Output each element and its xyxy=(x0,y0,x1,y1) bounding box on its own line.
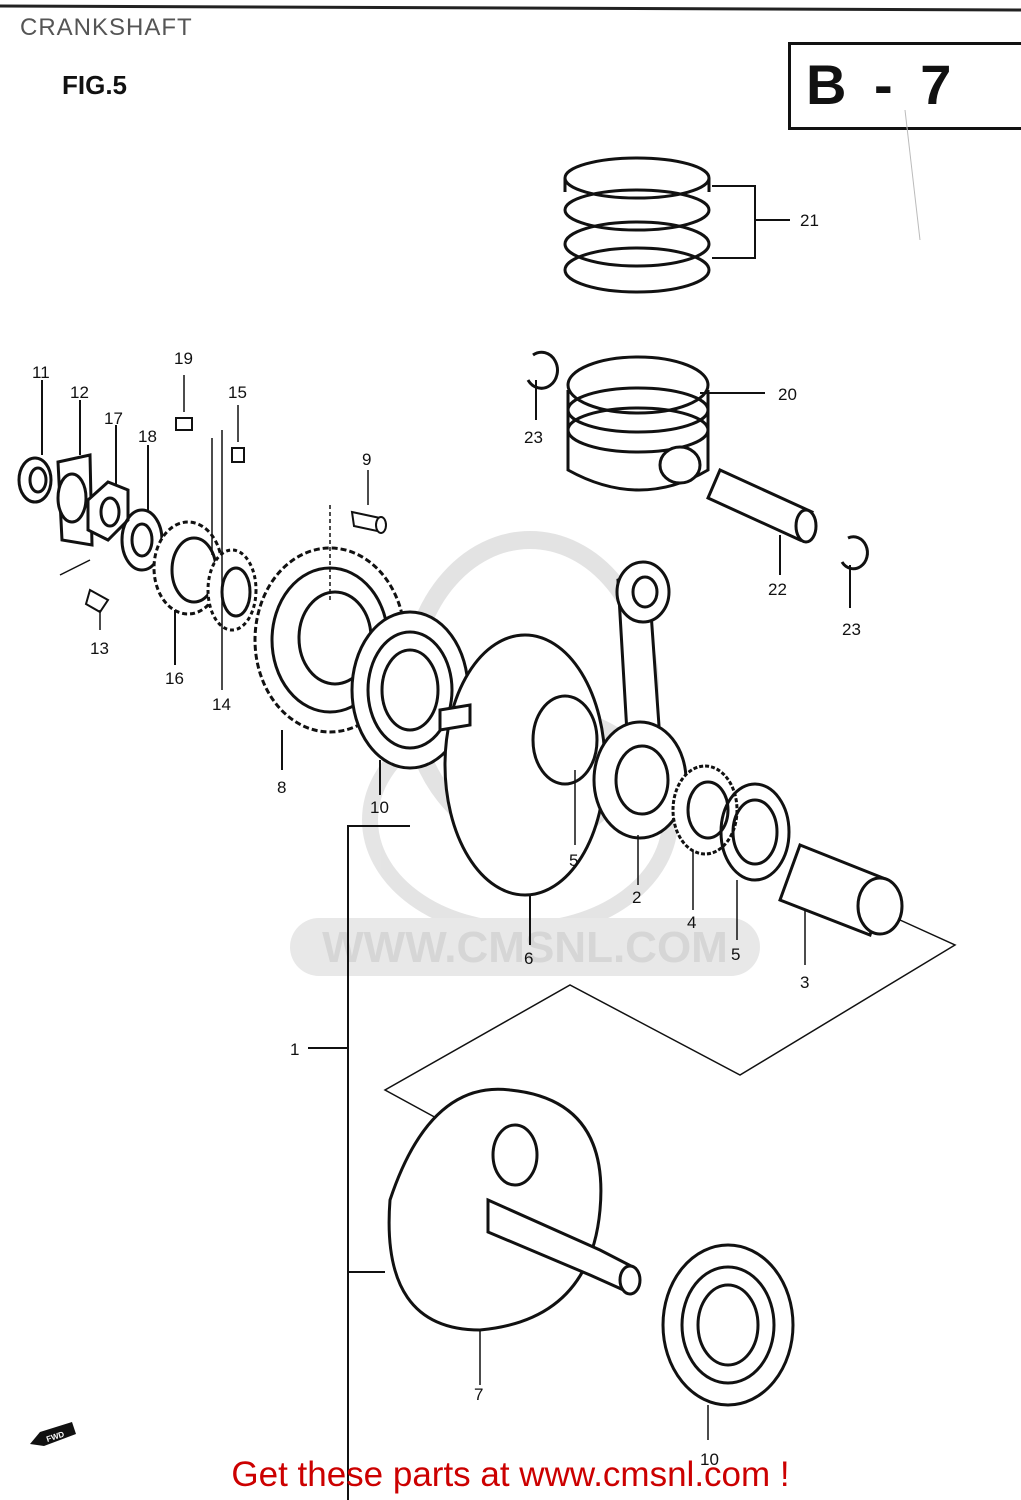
lock-washer xyxy=(56,453,94,547)
callout-23b: 23 xyxy=(842,620,861,639)
key-19 xyxy=(175,417,193,431)
piston-rings xyxy=(563,156,711,294)
page-title: CRANKSHAFT xyxy=(20,14,193,41)
key-15 xyxy=(231,447,245,463)
piston xyxy=(566,355,710,492)
piston-pin xyxy=(706,467,818,544)
callout-4: 4 xyxy=(687,913,696,932)
callout-13: 13 xyxy=(90,639,109,658)
circlip-right xyxy=(840,535,869,571)
callout-7: 7 xyxy=(474,1385,483,1404)
callout-22: 22 xyxy=(768,580,787,599)
thrust-washer xyxy=(719,782,791,882)
sheet-code: B - 7 xyxy=(806,53,958,116)
oil-seal xyxy=(17,456,53,504)
watermark-text: WWW.CMSNL.COM xyxy=(322,923,728,972)
callout-12: 12 xyxy=(70,383,89,402)
bolt xyxy=(84,588,110,614)
callout-23a: 23 xyxy=(524,428,543,447)
needle-bearing xyxy=(671,764,739,856)
connecting-rod xyxy=(592,560,688,840)
bearing-lower xyxy=(661,1243,795,1407)
callout-5a: 5 xyxy=(569,851,578,870)
callout-8: 8 xyxy=(277,778,286,797)
callout-6: 6 xyxy=(524,949,533,968)
callout-3: 3 xyxy=(800,973,809,992)
callout-2: 2 xyxy=(632,888,641,907)
crank-half-left xyxy=(387,1087,642,1332)
callout-15: 15 xyxy=(228,383,247,402)
callout-16: 16 xyxy=(165,669,184,688)
callout-1: 1 xyxy=(290,1040,299,1059)
crank-pin xyxy=(778,843,904,937)
callout-21: 21 xyxy=(800,211,819,230)
callout-5b: 5 xyxy=(731,945,740,964)
callout-14: 14 xyxy=(212,695,231,714)
dowel-pin xyxy=(350,510,387,534)
callout-17: 17 xyxy=(104,409,123,428)
spacer-gear xyxy=(206,548,258,632)
figure-label: FIG.5 xyxy=(62,70,128,100)
callout-10a: 10 xyxy=(370,798,389,817)
callout-18: 18 xyxy=(138,427,157,446)
fwd-arrow-icon: FWD xyxy=(30,1422,76,1446)
callout-10b: 10 xyxy=(700,1450,719,1469)
circlip-left xyxy=(526,350,559,390)
callout-19: 19 xyxy=(174,349,193,368)
callout-11: 11 xyxy=(32,363,50,382)
footer-cta[interactable]: Get these parts at www.cmsnl.com ! xyxy=(231,1455,790,1494)
nut xyxy=(86,480,130,542)
callout-20: 20 xyxy=(778,385,797,404)
sheet-code-box xyxy=(788,42,1021,130)
callout-9: 9 xyxy=(362,450,371,469)
